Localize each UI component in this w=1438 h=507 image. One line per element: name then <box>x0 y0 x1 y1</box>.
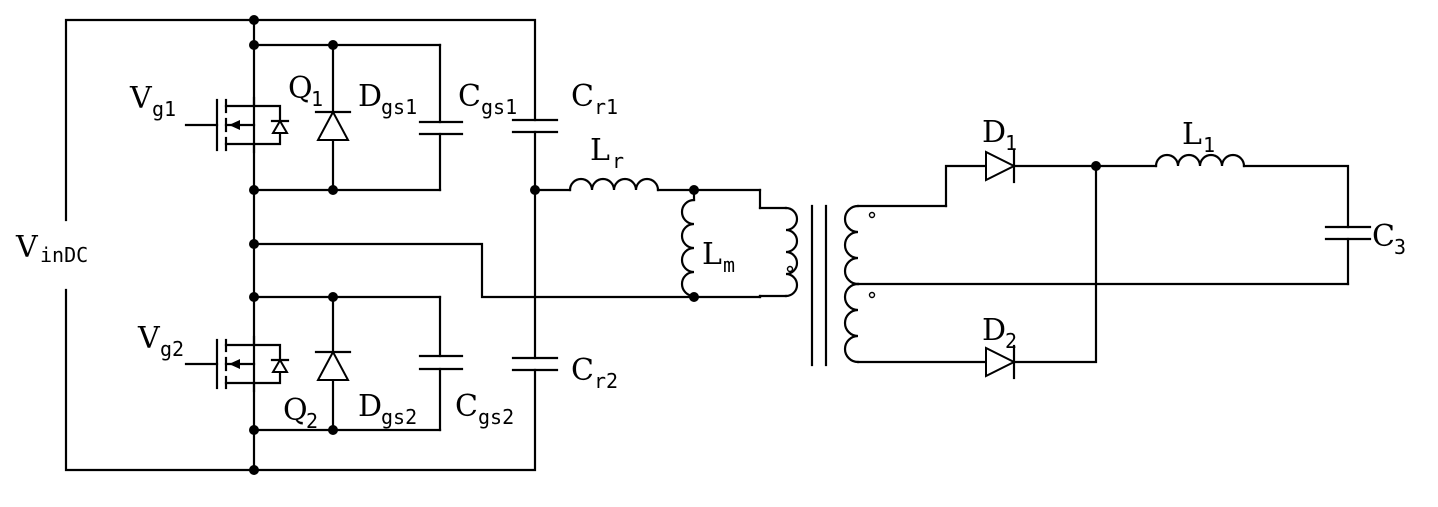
label-vindc-sub: inDC <box>40 243 88 267</box>
transformer-secondary <box>843 204 1350 364</box>
label-vg2-main: V <box>137 321 161 356</box>
label-cr1-sub: r1 <box>594 95 618 119</box>
label-c3-main: C <box>1372 219 1395 254</box>
label-lm-main: L <box>702 237 722 272</box>
label-vindc: V inDC <box>15 230 88 267</box>
label-cgs2-main: C <box>455 389 478 424</box>
label-dgs1-sub: gs1 <box>381 95 417 119</box>
diode-d1 <box>944 148 1158 208</box>
lower-switch-cell <box>252 295 442 432</box>
label-c3: C 3 <box>1372 219 1406 259</box>
label-vg2: V g2 <box>137 321 184 361</box>
label-cr2-sub: r2 <box>594 369 618 393</box>
label-l1: L 1 <box>1182 117 1215 157</box>
label-lm: L m <box>702 237 735 277</box>
mosfet-q2 <box>184 335 290 393</box>
label-cgs2: C gs2 <box>455 389 514 429</box>
label-cgs1: C gs1 <box>458 79 517 119</box>
input-source-wiring <box>64 18 537 472</box>
capacitor-cgs2 <box>418 354 464 371</box>
midpoint-return-wire <box>252 242 762 299</box>
capacitor-cr1 <box>511 118 559 134</box>
capacitor-c3 <box>1324 225 1372 286</box>
junction-dots <box>249 15 1101 475</box>
inductor-l1 <box>1154 153 1350 229</box>
label-vg1: V g1 <box>129 81 176 121</box>
label-dgs1-main: D <box>358 79 382 114</box>
label-cr2-main: C <box>571 353 594 388</box>
label-cr1-main: C <box>571 79 594 114</box>
label-l1-sub: 1 <box>1203 133 1215 157</box>
label-d2-main: D <box>982 313 1006 348</box>
label-d1: D 1 <box>982 115 1017 155</box>
label-lr-main: L <box>590 133 610 168</box>
label-dgs1: D gs1 <box>358 79 417 119</box>
label-cr1: C r1 <box>571 79 618 119</box>
label-d2-sub: 2 <box>1005 329 1017 353</box>
capacitor-cr2 <box>511 356 559 372</box>
label-q1: Q 1 <box>288 71 323 111</box>
label-cgs2-sub: gs2 <box>478 405 514 429</box>
label-q1-sub: 1 <box>311 87 323 111</box>
label-vg2-sub: g2 <box>160 337 184 361</box>
label-dgs2-main: D <box>358 389 382 424</box>
diode-dgs2 <box>314 349 352 381</box>
inductor-lr <box>533 177 762 192</box>
label-dgs2: D gs2 <box>358 389 417 429</box>
label-lm-sub: m <box>723 253 735 277</box>
label-q2: Q 2 <box>283 393 318 433</box>
label-q1-main: Q <box>288 71 313 106</box>
label-vindc-main: V <box>15 230 39 265</box>
label-q2-main: Q <box>283 393 308 428</box>
inductor-lm <box>680 188 696 299</box>
label-l1-main: L <box>1182 117 1202 152</box>
label-dgs2-sub: gs2 <box>381 405 417 429</box>
label-c3-sub: 3 <box>1394 235 1406 259</box>
diode-d2 <box>985 164 1098 380</box>
label-d1-sub: 1 <box>1005 131 1017 155</box>
label-d2: D 2 <box>982 313 1017 353</box>
mosfet-q1 <box>184 96 290 154</box>
label-vg1-main: V <box>129 81 153 116</box>
label-q2-sub: 2 <box>306 409 318 433</box>
label-cr2: C r2 <box>571 353 618 393</box>
label-d1-main: D <box>982 115 1006 150</box>
label-lr: L r <box>590 133 624 173</box>
transformer-core <box>810 204 828 367</box>
diode-dgs1 <box>314 109 352 141</box>
upper-switch-cell <box>252 43 442 192</box>
label-cgs1-main: C <box>458 79 481 114</box>
label-lr-sub: r <box>612 149 624 173</box>
label-cgs1-sub: gs1 <box>481 95 517 119</box>
capacitor-cgs1 <box>418 120 464 136</box>
label-vg1-sub: g1 <box>152 97 176 121</box>
transformer-primary <box>758 188 799 299</box>
